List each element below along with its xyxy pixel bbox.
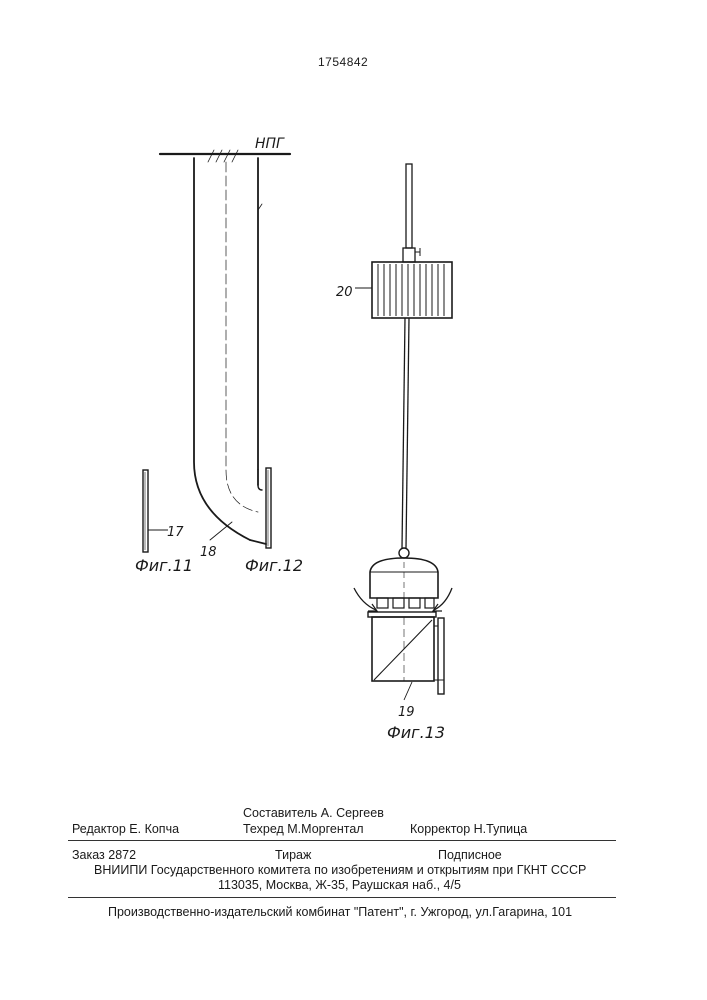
- publisher-address: 113035, Москва, Ж-35, Раушская наб., 4/5: [218, 878, 461, 892]
- level-label: НПГ: [255, 136, 285, 152]
- corrector: Корректор Н.Тупица: [410, 822, 527, 836]
- fig13-assembly: [354, 164, 452, 700]
- footer-divider-top: [68, 840, 616, 841]
- ref-20: 20: [336, 285, 353, 300]
- publisher-org: ВНИИПИ Государственного комитета по изоб…: [94, 863, 586, 877]
- fig13-caption: Фиг.13: [387, 723, 445, 742]
- ref-19: 19: [398, 705, 415, 720]
- footer-divider-bottom: [68, 897, 616, 898]
- circulation: Тираж: [275, 848, 311, 862]
- editor: Редактор Е. Копча: [72, 822, 179, 836]
- printing-house: Производственно-издательский комбинат "П…: [108, 905, 572, 919]
- fig11-caption: Фиг.11: [135, 556, 193, 575]
- order-number: Заказ 2872: [72, 848, 136, 862]
- fig12-caption: Фиг.12: [245, 556, 303, 575]
- technical-drawing: НПГ 17 18 20 19 Фиг.11 Фиг.12 Фиг.13: [0, 0, 707, 790]
- fig11-strip: [143, 470, 168, 552]
- fig12-pipe: [160, 150, 290, 548]
- ref-17: 17: [167, 525, 184, 540]
- subscription: Подписное: [438, 848, 502, 862]
- compiler: Составитель А. Сергеев: [243, 806, 384, 820]
- techred: Техред М.Моргентал: [243, 822, 364, 836]
- ref-18: 18: [200, 545, 217, 560]
